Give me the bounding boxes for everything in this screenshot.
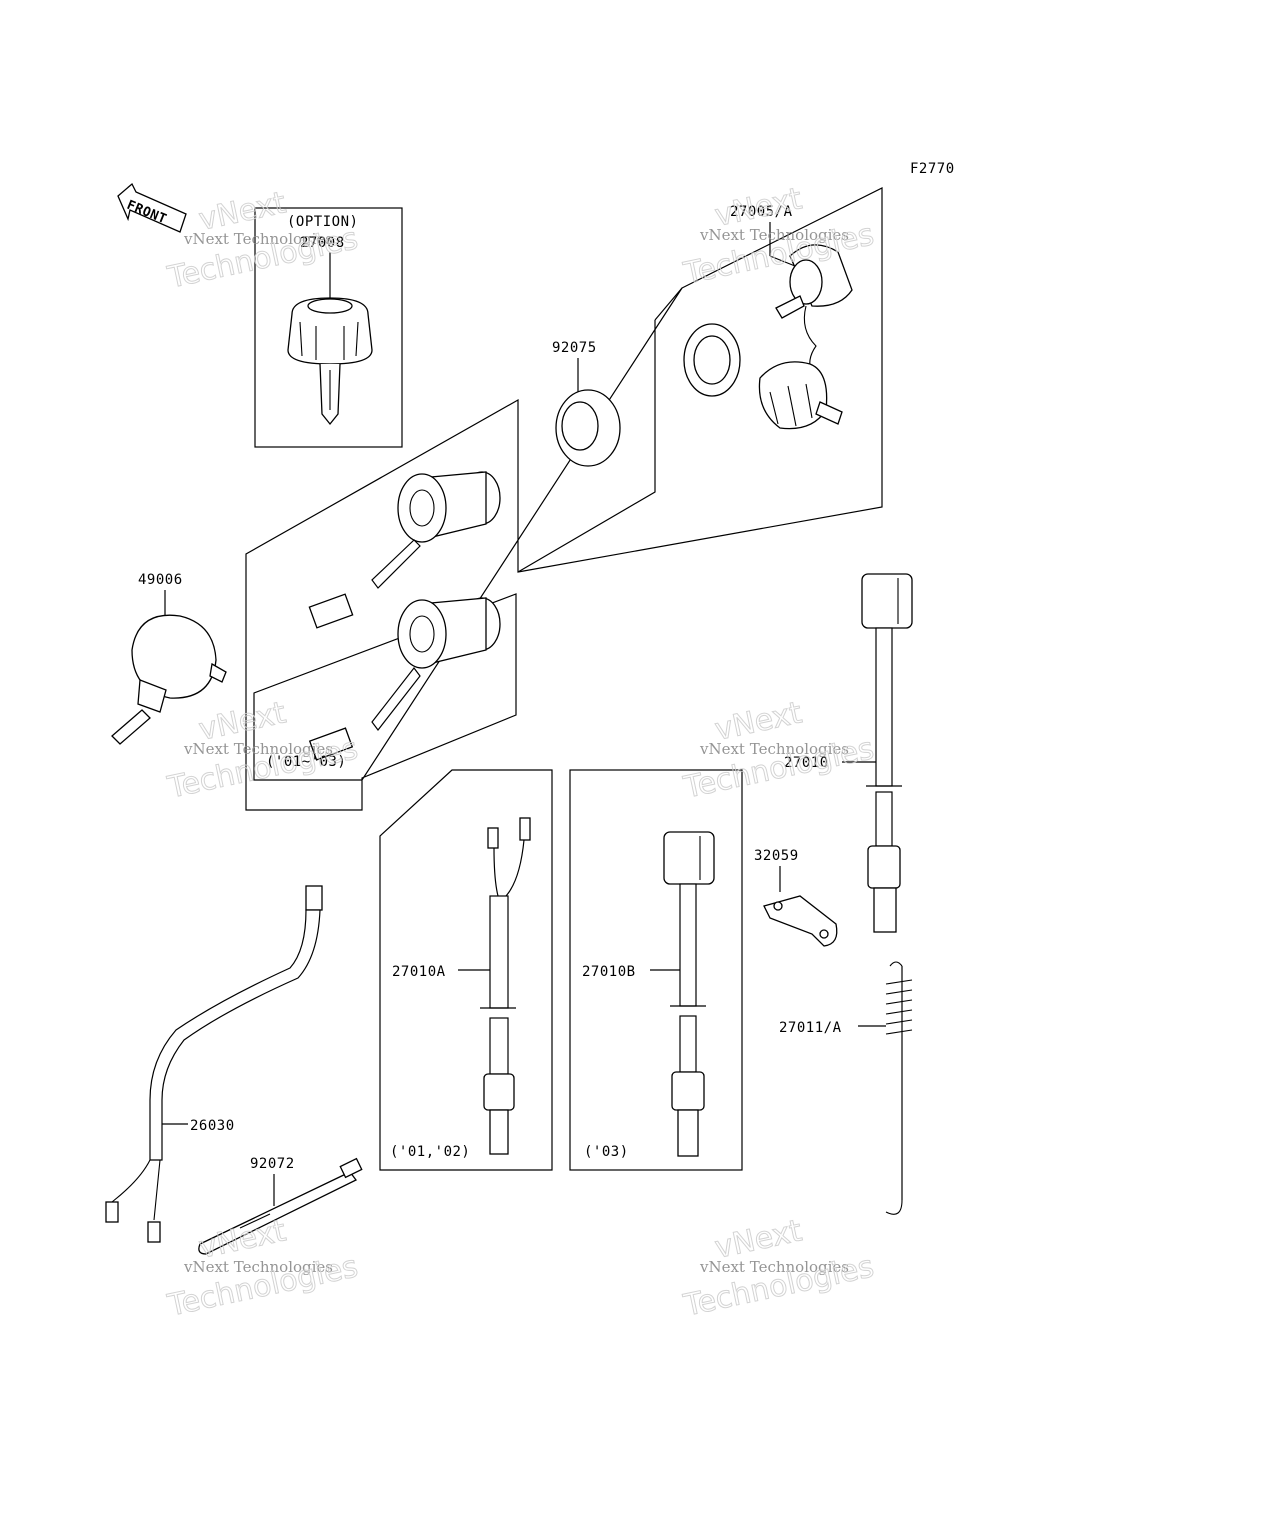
frame-27005a: [245, 187, 883, 811]
frame-27010b: [569, 769, 743, 1171]
svg-text:vNext Technologies: vNext Technologies: [183, 1258, 333, 1276]
svg-text:vNext Technologies: vNext Technologies: [699, 740, 849, 758]
years-03-label: ('03): [584, 1144, 629, 1160]
frame-27010a: [379, 769, 553, 1171]
switch-27010b-icon: [663, 831, 715, 1157]
svg-text:vNext Technologies: vNext Technologies: [699, 1258, 849, 1276]
part-27010a: 27010A: [392, 964, 446, 980]
svg-text:vNext Technologies: vNext Technologies: [183, 230, 333, 248]
part-32059: 32059: [754, 848, 799, 864]
part-49006: 49006: [138, 572, 183, 588]
part-26030: 26030: [190, 1118, 235, 1134]
part-27008: 27008: [300, 235, 345, 251]
figure-id: F2770: [910, 161, 955, 177]
part-27010: 27010: [784, 755, 829, 771]
ignition-switch-lower-icon: [308, 597, 501, 761]
harness-26030-icon: [105, 885, 323, 1243]
ring-92075-icon: [555, 389, 621, 467]
part-92072: 92072: [250, 1156, 295, 1172]
svg-text:vNext Technologies: vNext Technologies: [699, 226, 849, 244]
ignition-switch-icon: [308, 471, 501, 629]
spring-27011a-icon: [885, 961, 913, 1215]
part-27011a: 27011/A: [779, 1020, 842, 1036]
clamp-32059-icon: [763, 895, 838, 947]
cable-tie-92072-icon: [198, 1157, 363, 1255]
switch-27010a-icon: [480, 817, 531, 1155]
years-01-02-label: ('01,'02): [390, 1144, 470, 1160]
front-arrow-icon: FRONT: [117, 182, 187, 233]
switch-27010-icon: [861, 573, 913, 933]
option-label: (OPTION): [287, 214, 358, 230]
part-27010b: 27010B: [582, 964, 636, 980]
years-01-03-label: ('01~'03): [266, 754, 346, 770]
svg-text:vNext Technologies: vNext Technologies: [183, 740, 333, 758]
cap-49006-icon: [111, 614, 227, 745]
option-frame: [254, 207, 403, 448]
lock-cylinder-icon: [683, 244, 853, 430]
part-27005a: 27005/A: [730, 204, 793, 220]
key-27008-icon: [287, 297, 373, 426]
watermark: vNext vNext Technologies Technologies vN…: [164, 181, 878, 1324]
part-92075: 92075: [552, 340, 597, 356]
